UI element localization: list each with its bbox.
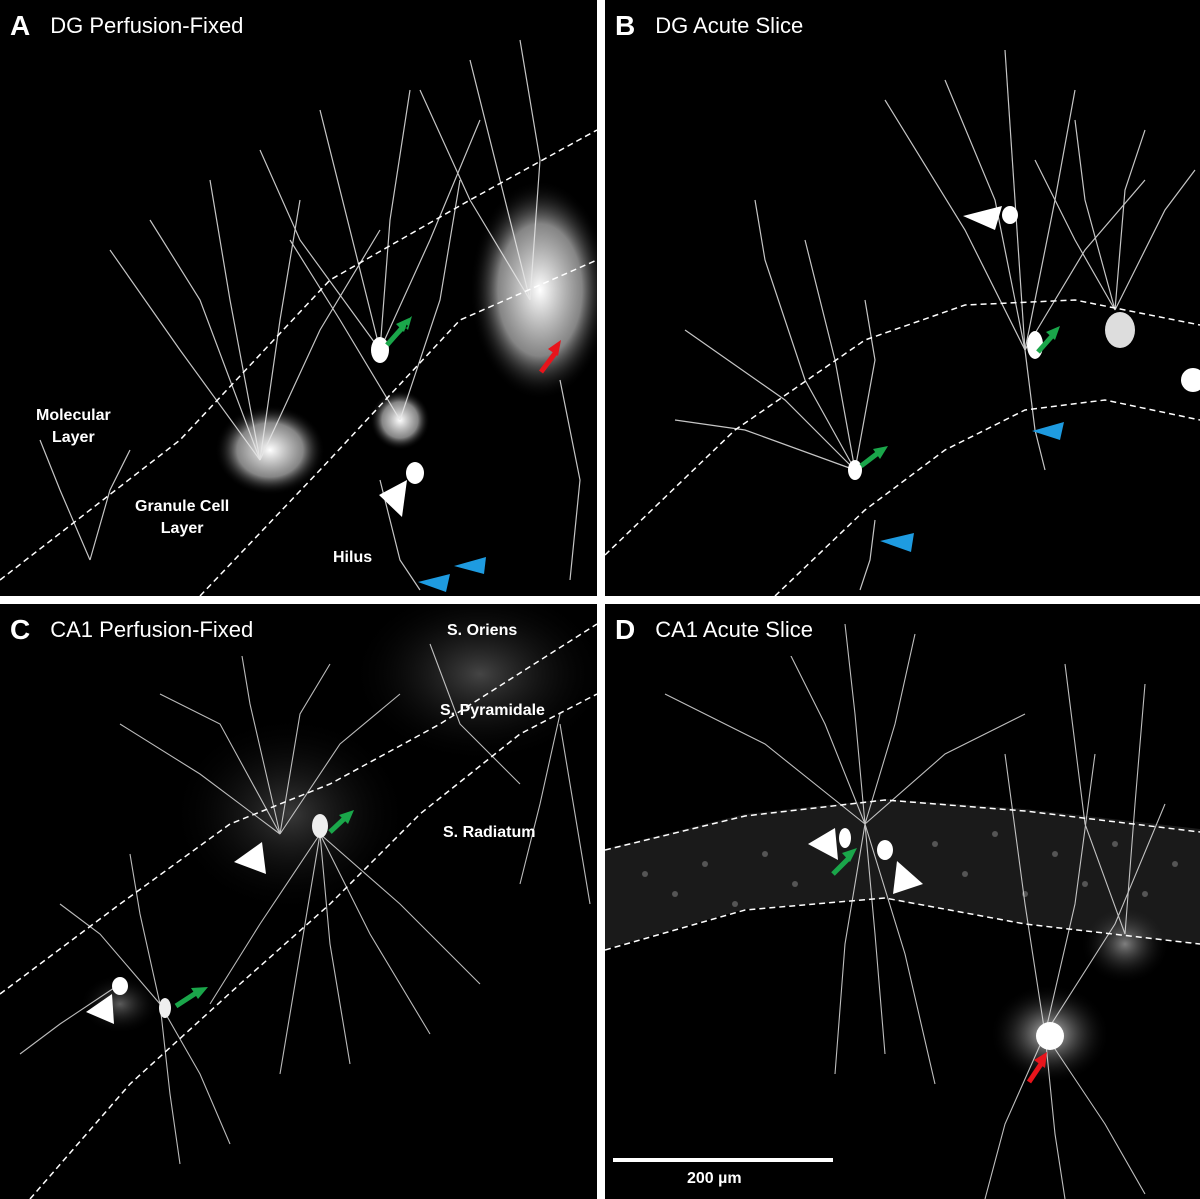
dendritic-field-glow — [350, 604, 597, 764]
panel-a-title-box: A DG Perfusion-Fixed — [0, 0, 266, 52]
panel-title: CA1 Perfusion-Fixed — [50, 617, 254, 642]
soma — [1002, 206, 1018, 224]
green-arrow-marker — [328, 816, 347, 834]
green-arrow-marker — [859, 451, 880, 468]
region-label-s-oriens: S. Oriens — [447, 622, 518, 639]
panel-title: DG Perfusion-Fixed — [50, 13, 244, 38]
layer-boundaries — [605, 299, 1200, 596]
green-arrow-marker — [174, 990, 198, 1009]
panel-b-micrograph — [605, 49, 1200, 596]
soma — [406, 462, 424, 484]
cell-cluster-glow — [470, 180, 597, 400]
region-label-granule-cell-layer: Granule Cell Layer — [135, 496, 229, 540]
dendrite-group — [674, 49, 1196, 591]
scale-bar-label: 200 µm — [687, 1170, 742, 1187]
region-label-line: Layer — [51, 429, 95, 446]
panel-letter: A — [10, 10, 31, 41]
soma — [848, 460, 862, 480]
green-arrow-marker — [339, 810, 354, 824]
scale-bar — [613, 1158, 833, 1162]
region-label-line: Granule Cell — [135, 498, 230, 515]
red-arrow-marker — [1026, 1062, 1044, 1084]
red-arrow-marker — [539, 350, 558, 374]
white-arrowhead-marker — [379, 480, 407, 517]
layer-boundaries — [0, 129, 597, 596]
soma — [312, 814, 328, 838]
blue-arrowhead-marker — [1032, 422, 1064, 440]
panel-c-micrograph — [0, 604, 597, 1199]
region-label-s-pyramidale: S. Pyramidale — [440, 702, 545, 719]
layer-boundaries — [0, 623, 597, 1199]
cell-cluster-glow — [215, 405, 325, 495]
panel-letter: B — [615, 10, 636, 41]
layer-boundaries — [605, 799, 1200, 951]
soma — [371, 337, 389, 363]
region-label-line: Layer — [160, 520, 204, 537]
dendritic-field-glow — [170, 714, 410, 914]
panel-letter: D — [615, 614, 636, 645]
blue-arrowhead-marker — [880, 533, 914, 552]
panel-d-micrograph — [605, 623, 1200, 1199]
panel-a-dg-perfusion-fixed: A DG Perfusion-Fixed Molecular Layer Gra… — [0, 0, 597, 596]
soma — [159, 998, 171, 1018]
region-label-line: Molecular — [36, 407, 111, 424]
soma — [1027, 331, 1043, 359]
white-arrowhead-marker — [808, 828, 838, 860]
panel-d-ca1-acute-slice: D CA1 Acute Slice 200 µm — [605, 604, 1200, 1199]
green-arrow-marker — [396, 318, 409, 332]
green-arrow-marker — [831, 856, 851, 876]
region-label-s-radiatum: S. Radiatum — [443, 824, 536, 841]
soma — [1036, 1022, 1064, 1050]
red-arrow-marker — [548, 340, 561, 356]
soma — [1181, 368, 1200, 392]
blue-arrowhead-marker — [454, 557, 486, 574]
soma — [839, 828, 851, 848]
panel-c-ca1-perfusion-fixed: C CA1 Perfusion-Fixed S. Oriens S. Pyram… — [0, 604, 597, 1199]
soma — [1105, 312, 1135, 348]
cell-glow — [80, 974, 160, 1034]
soma — [112, 977, 128, 995]
panel-title: DG Acute Slice — [655, 13, 804, 38]
panel-a-micrograph — [0, 39, 597, 596]
white-arrowhead-marker — [893, 861, 923, 894]
soma — [877, 840, 893, 860]
region-label-molecular-layer: Molecular Layer — [36, 405, 111, 449]
panel-title: CA1 Acute Slice — [655, 617, 813, 642]
cell-cluster-glow — [1080, 904, 1170, 984]
white-arrowhead-marker — [963, 206, 1002, 230]
green-arrow-marker — [842, 848, 857, 862]
green-arrow-marker — [385, 326, 404, 347]
nuclei-dots — [642, 831, 1178, 907]
green-arrow-marker — [873, 446, 888, 459]
panel-letter: C — [10, 614, 31, 645]
green-arrow-marker — [1046, 326, 1060, 340]
panel-c-title-box: C CA1 Perfusion-Fixed — [0, 604, 276, 656]
white-arrowhead-marker — [86, 994, 114, 1024]
region-label-hilus: Hilus — [333, 549, 373, 566]
blue-arrowhead-marker — [418, 574, 450, 592]
panel-b-title-box: B DG Acute Slice — [605, 0, 826, 52]
dendrite-group — [664, 623, 1166, 1199]
green-arrow-marker — [191, 987, 208, 999]
panel-d-title-box: D CA1 Acute Slice — [605, 604, 835, 656]
green-arrow-marker — [1036, 333, 1055, 354]
panel-b-dg-acute-slice: B DG Acute Slice — [605, 0, 1200, 596]
red-arrow-marker — [1034, 1052, 1047, 1068]
white-arrowhead-marker — [234, 842, 266, 874]
